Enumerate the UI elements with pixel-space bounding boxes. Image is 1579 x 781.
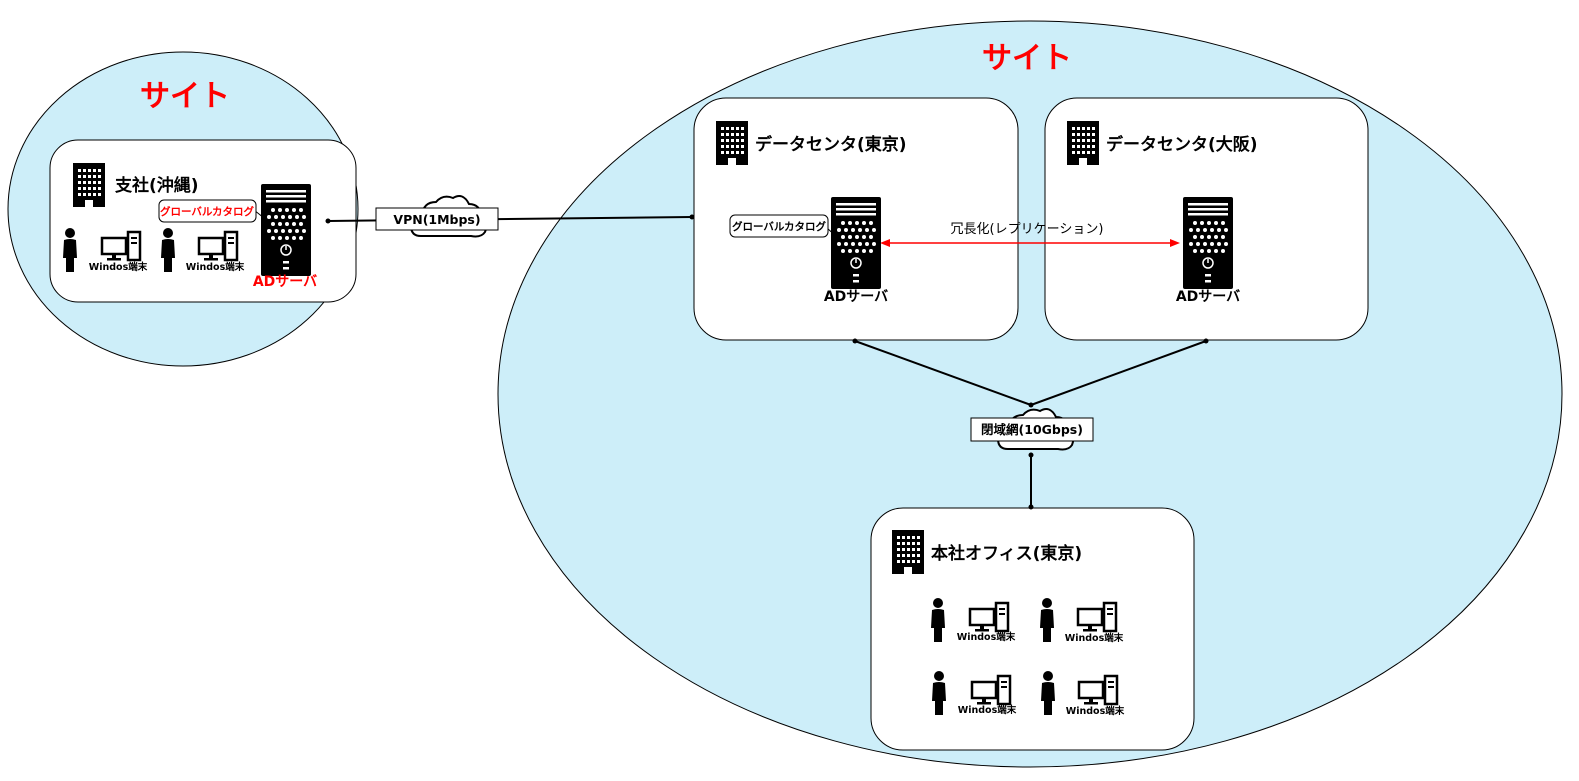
branch-terminal-label-1: Windos端末 bbox=[89, 261, 148, 273]
dc-tokyo-title: データセンタ(東京) bbox=[755, 134, 907, 155]
vpn-link-end-right bbox=[689, 214, 695, 220]
hq-terminal-label-3: Windos端末 bbox=[958, 704, 1017, 716]
branch-server-label: ADサーバ bbox=[253, 274, 317, 290]
dc-osaka-server-label: ADサーバ bbox=[1176, 289, 1240, 305]
replication-arrow bbox=[880, 239, 1180, 247]
dc-tokyo-ad-server-icon bbox=[830, 196, 882, 290]
site-right-title: サイト bbox=[982, 41, 1072, 76]
dc-tokyo-server-label: ADサーバ bbox=[824, 289, 888, 305]
hq-terminal-label-2: Windos端末 bbox=[1065, 632, 1124, 644]
hq-terminal-label-1: Windos端末 bbox=[957, 631, 1016, 643]
branch-building-icon bbox=[73, 163, 105, 207]
link-dot bbox=[1028, 402, 1034, 408]
closed-net-link-osaka-dc bbox=[1030, 340, 1207, 406]
site-left-title: サイト bbox=[140, 79, 230, 114]
branch-catalog-label: グローバルカタログ bbox=[160, 205, 255, 218]
dc-tokyo-catalog-label: グローバルカタログ bbox=[732, 220, 827, 233]
branch-terminal-label-2: Windos端末 bbox=[186, 261, 245, 273]
branch-title: 支社(沖縄) bbox=[115, 175, 199, 196]
vpn-label-box bbox=[375, 207, 499, 231]
link-dot bbox=[1028, 504, 1034, 510]
dc-osaka-ad-server-icon bbox=[1182, 196, 1234, 290]
hq-building-icon bbox=[892, 530, 924, 574]
branch-catalog-callout bbox=[158, 199, 265, 223]
hq-terminal-label-4: Windos端末 bbox=[1066, 705, 1125, 717]
dc-osaka-title: データセンタ(大阪) bbox=[1106, 134, 1258, 155]
link-dot bbox=[852, 338, 858, 344]
branch-ad-server-icon bbox=[260, 183, 312, 277]
vpn-link-end-left bbox=[325, 218, 331, 224]
replication-label: 冗長化(レプリケーション) bbox=[951, 222, 1104, 237]
closed-network-label-box bbox=[970, 417, 1094, 442]
hq-title: 本社オフィス(東京) bbox=[931, 543, 1082, 564]
dc-tokyo-building-icon bbox=[716, 121, 748, 165]
link-dot bbox=[1203, 338, 1209, 344]
vpn-label: VPN(1Mbps) bbox=[393, 212, 480, 227]
closed-network-label: 閉域網(10Gbps) bbox=[981, 422, 1083, 437]
dc-osaka-building-icon bbox=[1067, 121, 1099, 165]
closed-net-link-tokyo-dc bbox=[854, 340, 1032, 406]
dc-tokyo-catalog-callout bbox=[729, 214, 839, 239]
link-dot bbox=[1028, 452, 1034, 458]
